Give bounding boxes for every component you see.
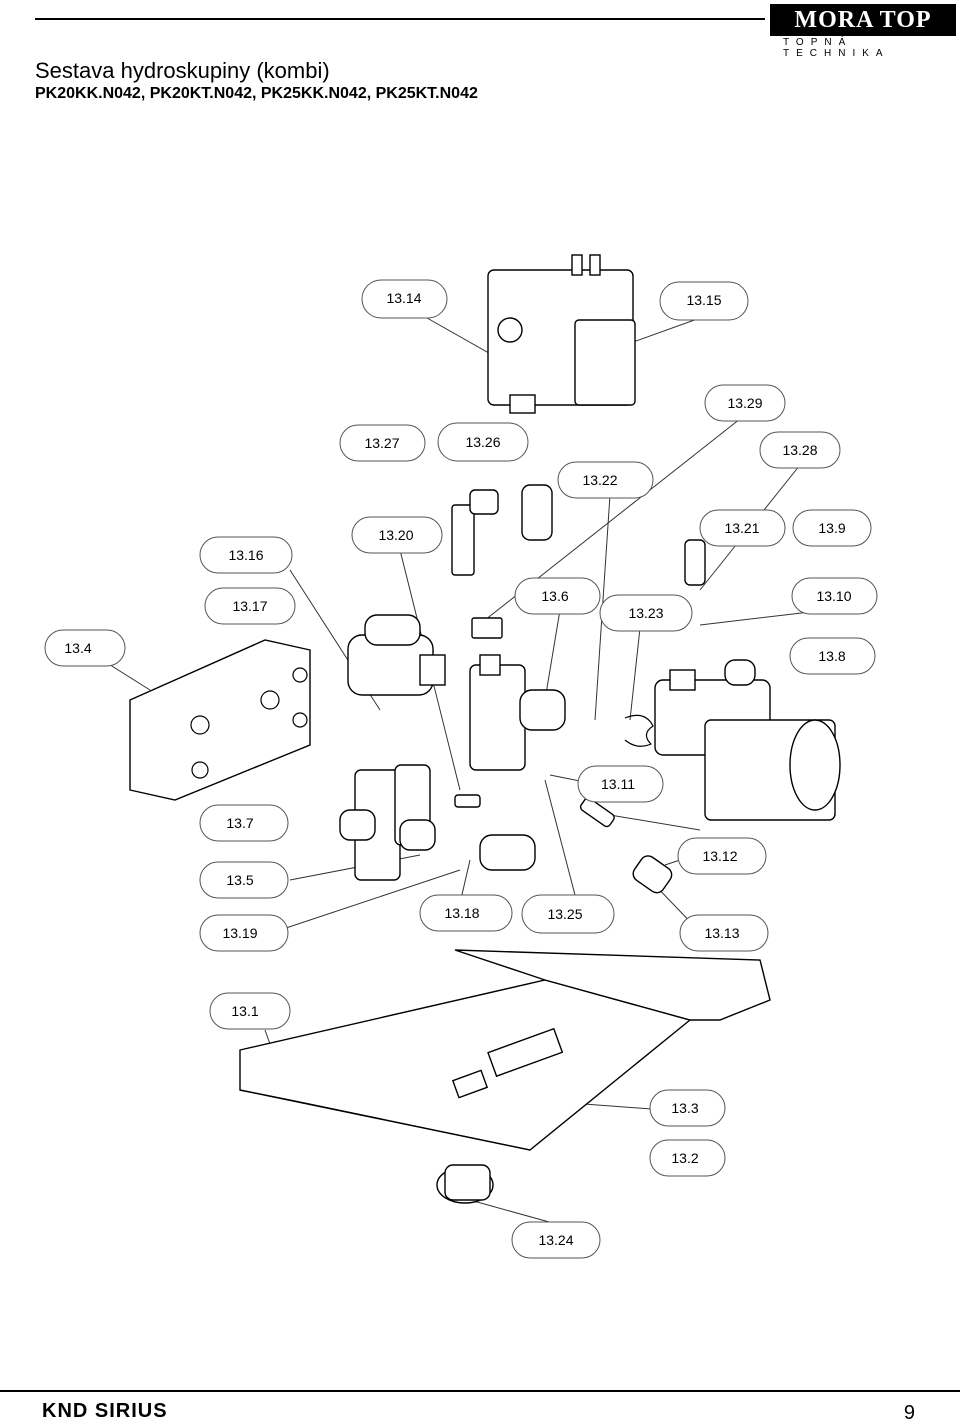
callout-13-11: 13.11 xyxy=(577,765,664,803)
callout-13-23: 13.23 xyxy=(599,594,693,632)
callout-13-3: 13.3 xyxy=(649,1089,726,1127)
ntc-sensor-part xyxy=(579,797,615,828)
svg-text:13.6: 13.6 xyxy=(541,588,568,604)
svg-text:13.8: 13.8 xyxy=(818,648,845,664)
callout-13-9: 13.9 xyxy=(792,509,872,547)
gas-valve-part xyxy=(487,254,636,414)
microswitch-part xyxy=(471,617,503,639)
valve-cartridge-part xyxy=(521,484,553,541)
logo-tagline: TOPNÁ TECHNIKA xyxy=(783,37,890,59)
plate-heat-exchanger-part xyxy=(129,639,311,801)
pressure-switch-part xyxy=(479,834,536,871)
callout-labels: 13.14 13.15 13.29 13.27 13.26 13.28 13.2… xyxy=(44,279,878,1259)
callout-13-19: 13.19 xyxy=(199,914,289,952)
svg-text:13.13: 13.13 xyxy=(704,925,739,941)
svg-text:13.26: 13.26 xyxy=(465,434,500,450)
page-number: 9 xyxy=(903,1402,915,1424)
callout-13-1: 13.1 xyxy=(209,992,291,1030)
svg-text:13.28: 13.28 xyxy=(782,442,817,458)
cap-part xyxy=(436,1164,494,1204)
svg-text:13.18: 13.18 xyxy=(444,905,479,921)
svg-text:13.5: 13.5 xyxy=(226,872,253,888)
callout-13-20: 13.20 xyxy=(351,516,443,554)
elbow-pipe-part xyxy=(451,489,499,576)
callout-13-17: 13.17 xyxy=(204,587,296,625)
svg-text:13.4: 13.4 xyxy=(64,640,91,656)
svg-text:13.22: 13.22 xyxy=(582,472,617,488)
svg-text:13.27: 13.27 xyxy=(364,435,399,451)
sensor-small-part xyxy=(684,539,706,586)
callout-13-8: 13.8 xyxy=(789,637,876,675)
callout-13-10: 13.10 xyxy=(791,577,878,615)
callout-13-5: 13.5 xyxy=(199,861,289,899)
filter-part xyxy=(632,855,673,894)
svg-text:13.20: 13.20 xyxy=(378,527,413,543)
svg-text:13.9: 13.9 xyxy=(818,520,845,536)
callout-13-24: 13.24 xyxy=(511,1221,601,1259)
svg-text:13.15: 13.15 xyxy=(686,292,721,308)
callout-13-2: 13.2 xyxy=(649,1139,726,1177)
hydroblock-part xyxy=(469,654,566,771)
pump-part xyxy=(654,659,841,821)
callout-13-12: 13.12 xyxy=(677,837,767,875)
callout-13-25: 13.25 xyxy=(521,894,615,934)
svg-text:13.1: 13.1 xyxy=(231,1003,258,1019)
footer-product-name: KND SIRIUS xyxy=(42,1400,168,1422)
callout-13-29: 13.29 xyxy=(704,384,786,422)
svg-text:13.21: 13.21 xyxy=(724,520,759,536)
callout-13-6: 13.6 xyxy=(514,577,601,615)
svg-text:13.25: 13.25 xyxy=(547,906,582,922)
svg-text:13.11: 13.11 xyxy=(601,776,635,792)
brand-logo: MORA TOP xyxy=(770,4,956,36)
exploded-parts-diagram: 13.14 13.15 13.29 13.27 13.26 13.28 13.2… xyxy=(44,254,878,1259)
footer-rule xyxy=(0,1390,960,1392)
clip-part xyxy=(624,714,654,747)
callout-13-27: 13.27 xyxy=(339,424,426,462)
svg-text:13.2: 13.2 xyxy=(671,1150,698,1166)
callout-13-15: 13.15 xyxy=(659,281,749,321)
return-hydroblock-part xyxy=(339,764,436,881)
frame-part xyxy=(239,949,771,1151)
callout-13-4: 13.4 xyxy=(44,629,126,667)
logo-text: MORA TOP xyxy=(794,6,932,33)
svg-text:13.7: 13.7 xyxy=(226,815,253,831)
svg-text:13.23: 13.23 xyxy=(628,605,663,621)
svg-text:13.12: 13.12 xyxy=(702,848,737,864)
svg-text:13.17: 13.17 xyxy=(232,598,267,614)
callout-13-13: 13.13 xyxy=(679,914,769,952)
callout-13-18: 13.18 xyxy=(419,894,513,932)
callout-13-14: 13.14 xyxy=(361,279,448,319)
temperature-sensor-part xyxy=(454,794,481,808)
svg-text:13.16: 13.16 xyxy=(228,547,263,563)
header-rule xyxy=(35,18,765,20)
diverter-actuator-part xyxy=(347,614,446,696)
svg-text:13.29: 13.29 xyxy=(727,395,762,411)
callout-13-7: 13.7 xyxy=(199,804,289,842)
svg-text:13.24: 13.24 xyxy=(538,1232,573,1248)
callout-13-22: 13.22 xyxy=(557,461,654,499)
svg-text:13.10: 13.10 xyxy=(816,588,851,604)
svg-text:13.14: 13.14 xyxy=(386,290,421,306)
model-list: PK20KK.N042, PK20KT.N042, PK25KK.N042, P… xyxy=(35,85,478,102)
page-title: Sestava hydroskupiny (kombi) xyxy=(35,58,330,83)
callout-13-16: 13.16 xyxy=(199,536,293,574)
svg-text:13.19: 13.19 xyxy=(222,925,257,941)
callout-13-26: 13.26 xyxy=(437,422,529,462)
callout-13-21: 13.21 xyxy=(699,509,786,547)
svg-text:13.3: 13.3 xyxy=(671,1100,698,1116)
callout-13-28: 13.28 xyxy=(759,431,841,469)
